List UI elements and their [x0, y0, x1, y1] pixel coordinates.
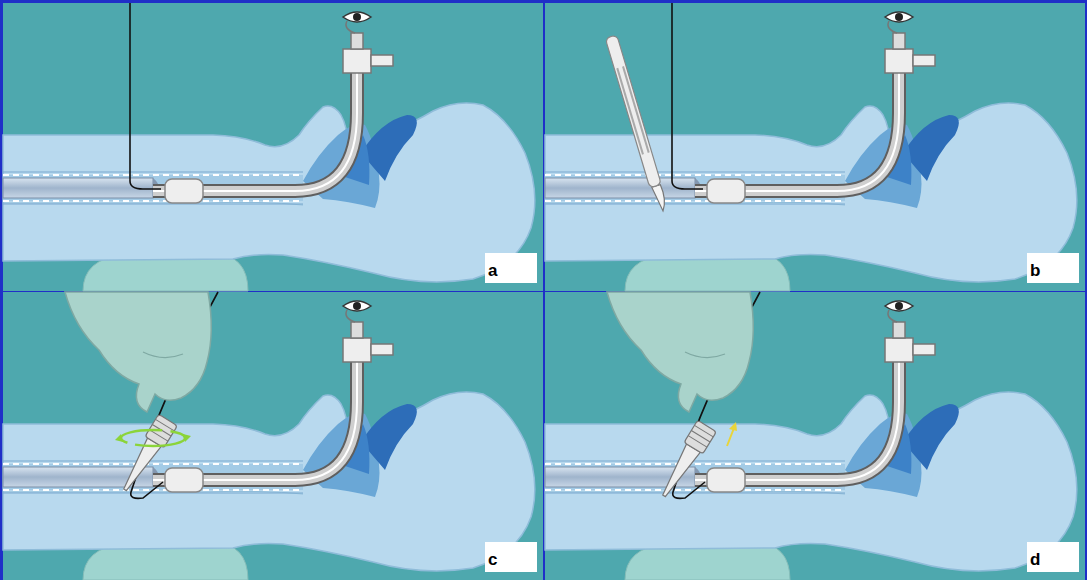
panel-letter: b	[1027, 253, 1079, 283]
panel-letter: a	[485, 253, 537, 283]
panel-letter: c	[485, 542, 537, 572]
panel-letter: d	[1027, 542, 1079, 572]
